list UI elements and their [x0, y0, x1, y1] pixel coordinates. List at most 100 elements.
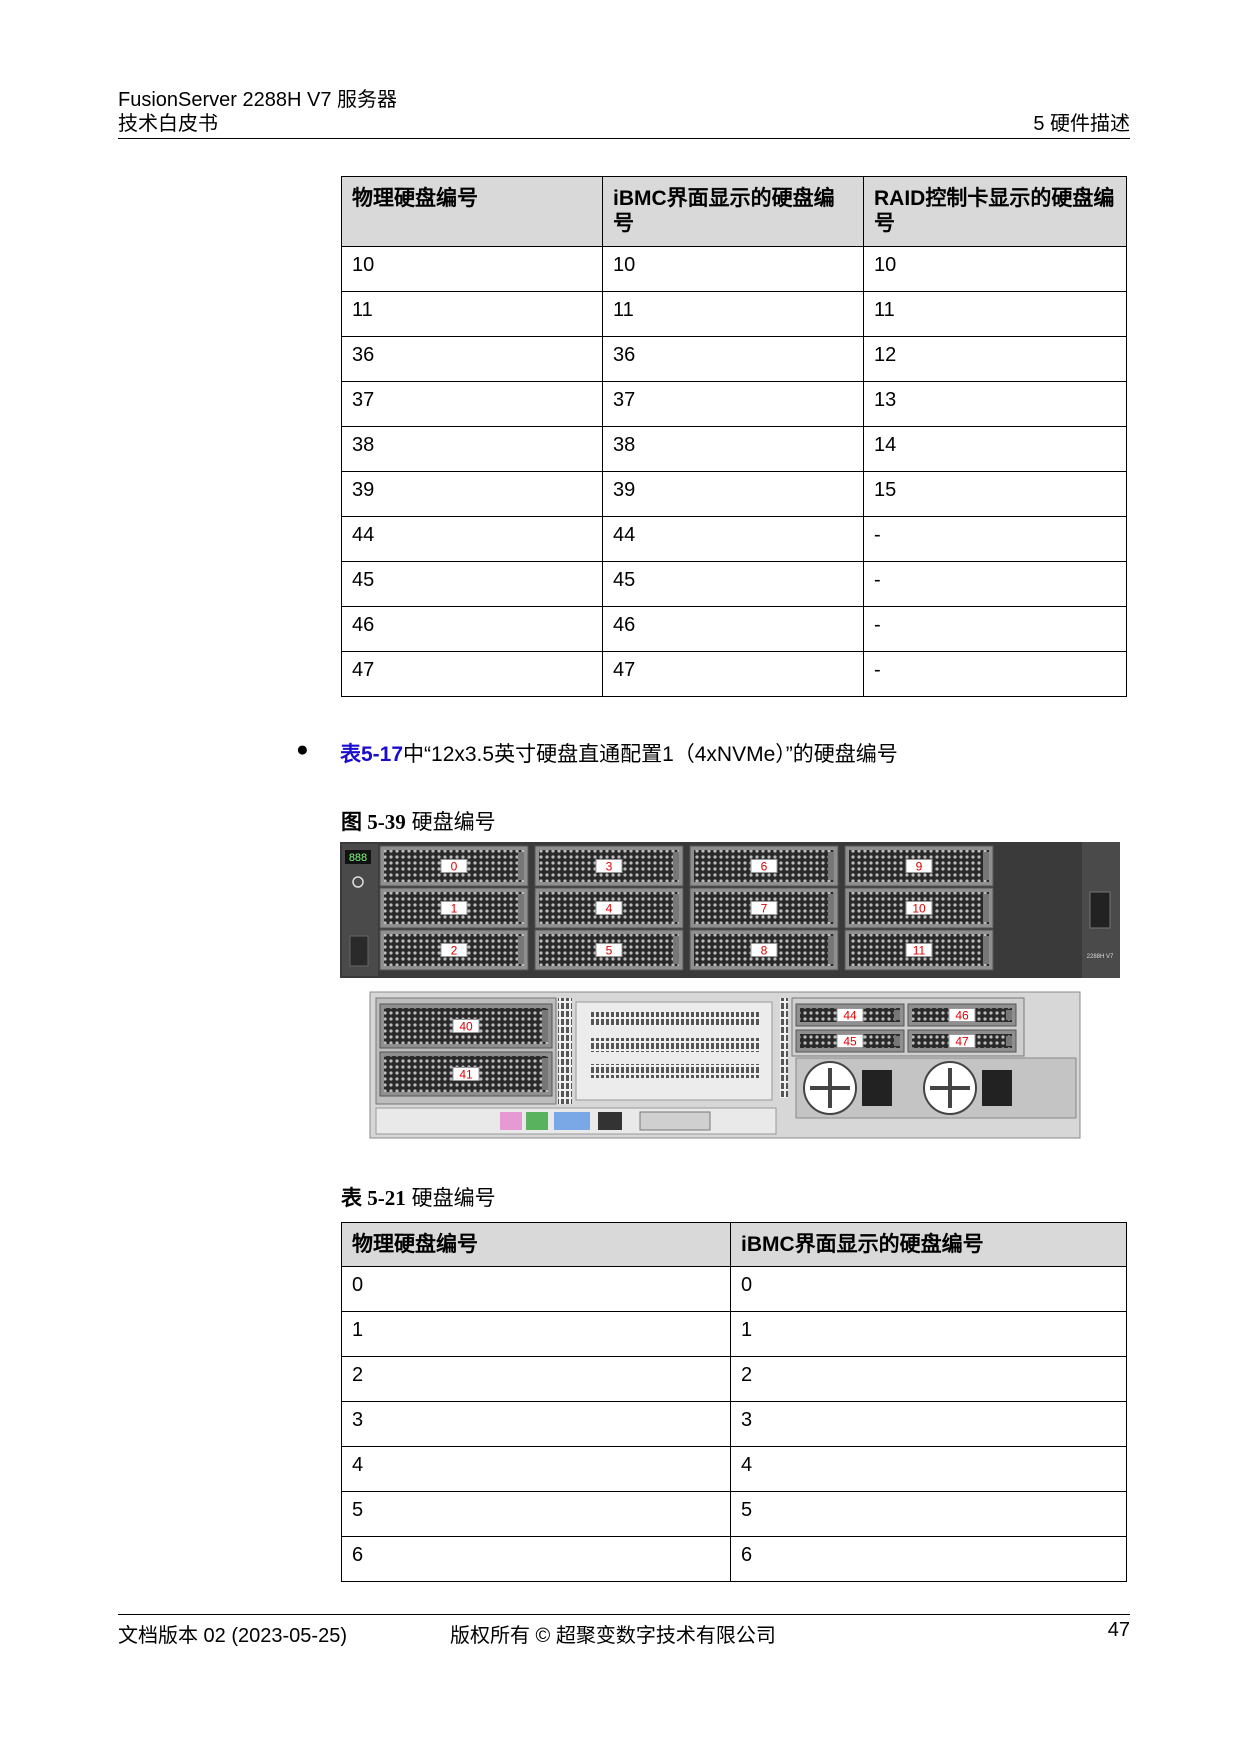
table-cell: -	[863, 561, 1127, 607]
col-header-physical: 物理硬盘编号	[341, 1222, 731, 1267]
disk-slot-label: 4	[606, 902, 613, 916]
table-cell: 3	[730, 1401, 1127, 1447]
table-cell: 36	[341, 336, 603, 382]
table-cell: 4	[730, 1446, 1127, 1492]
front-disk-bay: 8	[689, 929, 839, 971]
table-cell: 5	[730, 1491, 1127, 1537]
disk-slot-label: 41	[459, 1068, 473, 1082]
front-disk-bay: 5	[534, 929, 684, 971]
power-icon	[352, 876, 364, 888]
table-cell: 0	[730, 1266, 1127, 1312]
copyright: 版权所有 © 超聚变数字技术有限公司	[450, 1625, 776, 1647]
management-port	[500, 1112, 522, 1130]
disk-slot-label: 10	[912, 902, 926, 916]
table-cell: 38	[602, 426, 864, 472]
network-port	[526, 1112, 548, 1130]
table-cell: 2	[341, 1356, 731, 1402]
table-cell: 15	[863, 471, 1127, 517]
table-cell: 10	[863, 246, 1127, 292]
usb-ports	[598, 1112, 622, 1130]
table-cell: 39	[341, 471, 603, 517]
front-disk-bay: 10	[844, 887, 994, 929]
table-cell: 37	[602, 381, 864, 427]
front-panel-display: 888	[349, 852, 367, 864]
table-cell: 4	[341, 1446, 731, 1492]
rear-disk-bay: 40	[379, 1003, 553, 1049]
product-title: FusionServer 2288H V7 服务器	[118, 89, 398, 111]
front-disk-bay: 1	[379, 887, 529, 929]
table-cell: 14	[863, 426, 1127, 472]
table-cell: 39	[602, 471, 864, 517]
vga-port	[554, 1112, 590, 1130]
rear-disk-bay: 41	[379, 1051, 553, 1097]
table-cell: 5	[341, 1491, 731, 1537]
rear-disk-bay: 45	[795, 1029, 905, 1053]
col-header-ibmc: iBMC界面显示的硬盘编号	[730, 1222, 1127, 1267]
figure-caption: 图 5-39 硬盘编号	[341, 810, 496, 834]
table-cell: 6	[341, 1536, 731, 1582]
table-cell: 11	[341, 291, 603, 337]
front-disk-bay: 4	[534, 887, 684, 929]
disk-slot-label: 8	[761, 944, 768, 958]
page-footer: 文档版本 02 (2023-05-25) 版权所有 © 超聚变数字技术有限公司 …	[118, 1614, 1130, 1647]
disk-slot-label: 44	[843, 1009, 857, 1023]
front-disk-bay: 0	[379, 845, 529, 887]
disk-slot-label: 5	[606, 944, 613, 958]
table-cell: 44	[602, 516, 864, 562]
table-cell: 1	[341, 1311, 731, 1357]
table-cell: 44	[341, 516, 603, 562]
svg-text:2288H V7: 2288H V7	[1087, 954, 1114, 960]
front-disk-bay: 6	[689, 845, 839, 887]
bullet-text: 中“12x3.5英寸硬盘直通配置1（4xNVMe）”的硬盘编号	[403, 743, 898, 766]
disk-slot-label: 7	[761, 902, 768, 916]
disk-slot-label: 6	[761, 860, 768, 874]
chapter-title: 5 硬件描述	[1033, 113, 1130, 135]
table-cell: 2	[730, 1356, 1127, 1402]
col-header-ibmc: iBMC界面显示的硬盘编号	[602, 176, 864, 247]
col-header-physical: 物理硬盘编号	[341, 176, 603, 247]
front-disk-bay: 2	[379, 929, 529, 971]
table-cell: -	[863, 651, 1127, 697]
table-cell: 45	[341, 561, 603, 607]
table-link[interactable]: 表5-17	[340, 743, 404, 766]
rear-disk-bay: 44	[795, 1003, 905, 1027]
disk-slot-label: 40	[459, 1020, 473, 1034]
table-cell: -	[863, 606, 1127, 652]
table-caption: 表 5-21 硬盘编号	[341, 1186, 496, 1210]
table-cell: 47	[602, 651, 864, 697]
table-cell: 3	[341, 1401, 731, 1447]
table-cell: 46	[602, 606, 864, 652]
disk-slot-label: 3	[606, 860, 613, 874]
front-disk-bay: 7	[689, 887, 839, 929]
rear-disk-bay: 47	[907, 1029, 1017, 1053]
rear-disk-bay: 46	[907, 1003, 1017, 1027]
table-cell: 10	[602, 246, 864, 292]
table-cell: 47	[341, 651, 603, 697]
table-cell: 36	[602, 336, 864, 382]
table-cell: -	[863, 516, 1127, 562]
psu-2	[923, 1061, 1012, 1115]
front-disk-bay: 11	[844, 929, 994, 971]
table-cell: 0	[341, 1266, 731, 1312]
table-cell: 12	[863, 336, 1127, 382]
